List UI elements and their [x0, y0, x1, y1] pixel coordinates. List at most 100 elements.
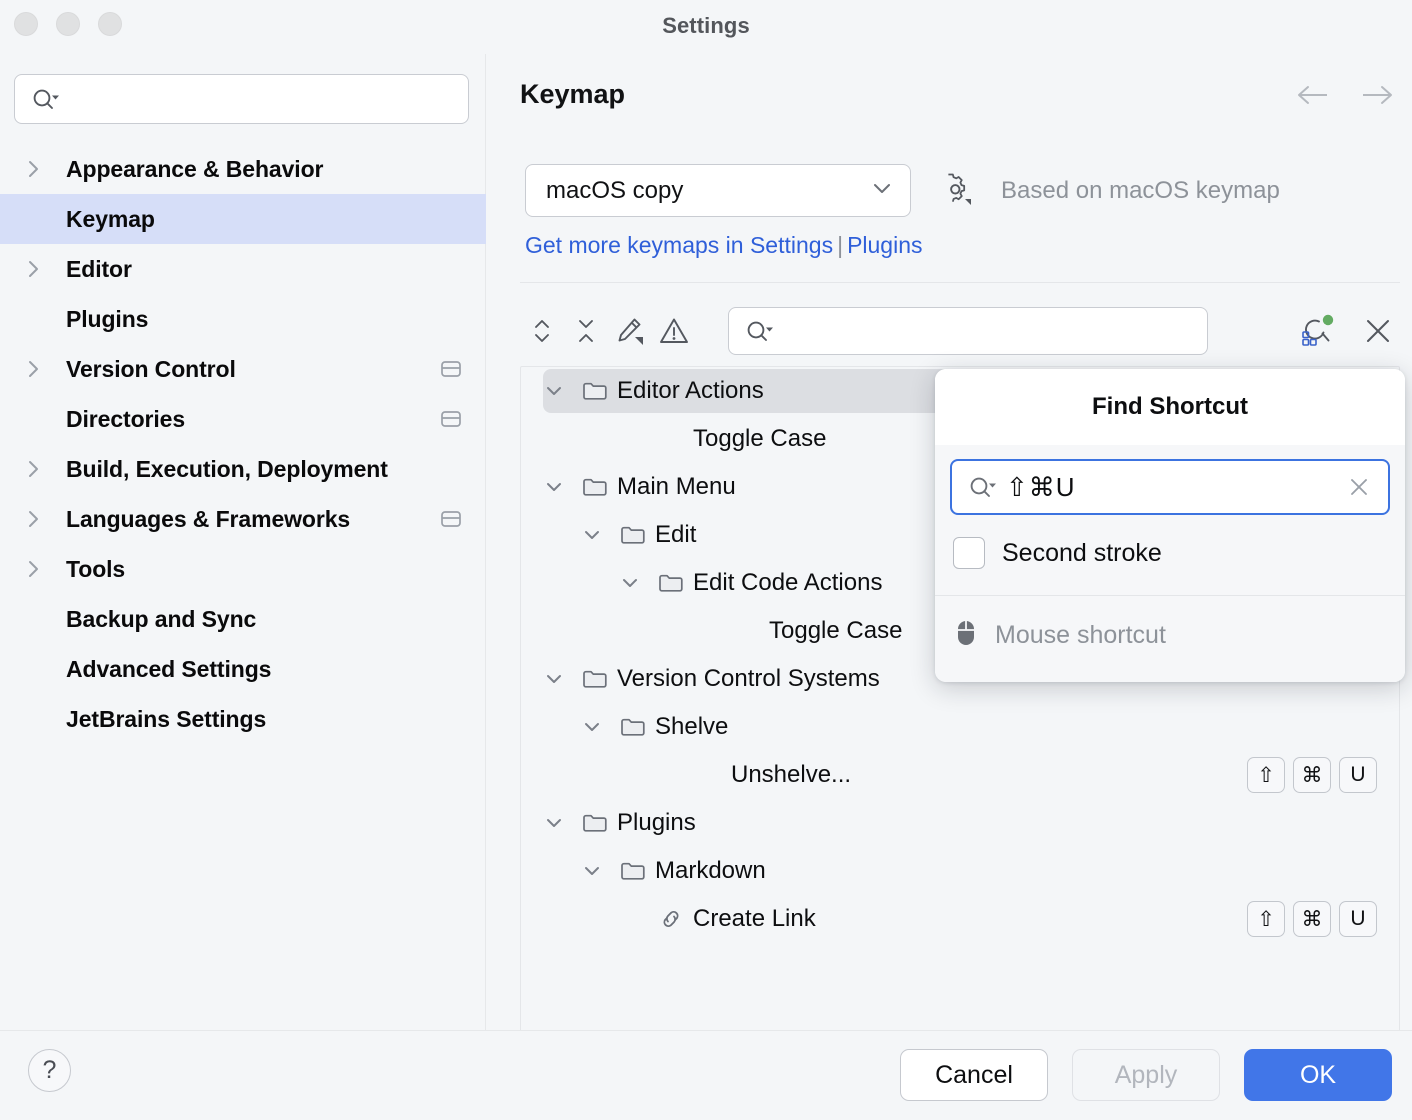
tree-row-content: Version Control Systems — [543, 665, 880, 693]
tree-row-content: Shelve — [581, 713, 728, 741]
search-dropdown-icon — [745, 319, 775, 343]
collapse-all-icon[interactable] — [564, 309, 608, 353]
tree-row-label: Edit Code Actions — [693, 569, 883, 596]
sidebar-item-advanced-settings[interactable]: Advanced Settings — [0, 644, 486, 694]
link-icon — [657, 906, 693, 932]
zoom-window-button[interactable] — [98, 12, 122, 36]
tree-row-label: Unshelve... — [731, 761, 852, 788]
tree-row-content: Edit — [581, 521, 696, 549]
find-shortcut-title: Find Shortcut — [935, 369, 1405, 445]
mouse-shortcut-option[interactable]: Mouse shortcut — [953, 617, 1166, 654]
pencil-icon[interactable] — [608, 309, 652, 353]
folder-icon — [619, 715, 655, 739]
key-cap: ⌘ — [1293, 901, 1331, 937]
chevron-down-icon[interactable] — [619, 572, 657, 594]
chevron-right-icon[interactable] — [24, 356, 66, 382]
chevron-down-icon[interactable] — [543, 380, 581, 402]
get-more-keymaps-link[interactable]: Get more keymaps in Settings|Plugins — [525, 232, 923, 259]
tree-row[interactable]: Markdown — [521, 847, 1399, 895]
sidebar-item-build-execution-deployment[interactable]: Build, Execution, Deployment — [0, 444, 486, 494]
apply-button[interactable]: Apply — [1072, 1049, 1220, 1101]
footer-divider — [0, 1030, 1412, 1031]
tree-row-content: Main Menu — [543, 473, 736, 501]
tree-row[interactable]: Shelve — [521, 703, 1399, 751]
chevron-down-icon[interactable] — [543, 668, 581, 690]
sidebar-search-input[interactable] — [14, 74, 469, 124]
toolbar-right-actions — [1296, 309, 1400, 353]
sidebar-item-version-control[interactable]: Version Control — [0, 344, 486, 394]
tree-row-content: Edit Code Actions — [619, 569, 882, 597]
help-button[interactable]: ? — [28, 1049, 71, 1092]
chevron-down-icon[interactable] — [581, 860, 619, 882]
tree-row[interactable]: Toggle Case — [521, 415, 1399, 463]
close-icon[interactable] — [1346, 474, 1372, 500]
find-shortcut-value: ⇧⌘U — [1006, 471, 1076, 502]
tree-row[interactable]: Create Link⇧⌘U — [521, 895, 1399, 943]
based-on-label: Based on macOS keymap — [1001, 176, 1280, 204]
arrow-right-icon[interactable] — [1358, 82, 1396, 113]
sidebar-item-label: Plugins — [66, 305, 149, 332]
close-window-button[interactable] — [14, 12, 38, 36]
close-icon[interactable] — [1356, 309, 1400, 353]
folder-icon — [581, 811, 617, 835]
tree-row-content: Create Link — [619, 905, 816, 933]
tree-row-content: Unshelve... — [657, 761, 851, 789]
expand-all-icon[interactable] — [520, 309, 564, 353]
chevron-right-icon[interactable] — [24, 506, 66, 532]
ok-button[interactable]: OK — [1244, 1049, 1392, 1101]
tree-row-content: Plugins — [543, 809, 696, 837]
tree-row-label: Plugins — [617, 809, 696, 836]
action-search-input[interactable] — [728, 307, 1208, 355]
chevron-right-icon[interactable] — [24, 456, 66, 482]
gear-icon[interactable] — [939, 173, 975, 209]
sidebar-item-label: Tools — [66, 555, 126, 582]
sidebar-item-appearance-behavior[interactable]: Appearance & Behavior — [0, 144, 486, 194]
tree-row-label: Main Menu — [617, 473, 736, 500]
find-by-shortcut-icon[interactable] — [1296, 309, 1340, 353]
tree-row[interactable]: Plugins — [521, 799, 1399, 847]
cancel-button[interactable]: Cancel — [900, 1049, 1048, 1101]
chevron-down-icon[interactable] — [581, 524, 619, 546]
chevron-down-icon[interactable] — [581, 716, 619, 738]
tree-row-content: Markdown — [581, 857, 766, 885]
sidebar-item-languages-frameworks[interactable]: Languages & Frameworks — [0, 494, 486, 544]
tree-row[interactable]: Main Menu — [521, 463, 1399, 511]
find-shortcut-input[interactable]: ⇧⌘U — [950, 459, 1390, 515]
link-separator: | — [837, 232, 844, 258]
tree-row-label: Toggle Case — [769, 617, 903, 644]
project-scope-icon — [438, 357, 464, 381]
sidebar-item-label: Appearance & Behavior — [66, 155, 324, 182]
tree-row[interactable]: Edit Code Actions — [521, 559, 1399, 607]
keymap-select[interactable]: macOS copy — [525, 164, 911, 217]
tree-row-label: Create Link — [693, 905, 816, 932]
chevron-down-icon[interactable] — [543, 812, 581, 834]
chevron-right-icon[interactable] — [24, 556, 66, 582]
tree-row-content: Editor Actions — [543, 377, 764, 405]
sidebar-item-directories[interactable]: Directories — [0, 394, 486, 444]
warning-triangle-icon[interactable] — [652, 309, 696, 353]
tree-row[interactable]: Unshelve...⇧⌘U — [521, 751, 1399, 799]
sidebar-item-tools[interactable]: Tools — [0, 544, 486, 594]
key-cap: U — [1339, 901, 1377, 937]
chevron-right-icon[interactable] — [24, 156, 66, 182]
keymap-toolbar — [520, 302, 1400, 360]
tree-row[interactable]: Toggle Case — [521, 607, 1399, 655]
sidebar-item-plugins[interactable]: Plugins — [0, 294, 486, 344]
sidebar-item-backup-and-sync[interactable]: Backup and Sync — [0, 594, 486, 644]
folder-icon — [619, 523, 655, 547]
sidebar-item-jetbrains-settings[interactable]: JetBrains Settings — [0, 694, 486, 744]
key-cap: ⇧ — [1247, 757, 1285, 793]
sidebar-item-editor[interactable]: Editor — [0, 244, 486, 294]
chevron-right-icon[interactable] — [24, 256, 66, 282]
chevron-down-icon[interactable] — [543, 476, 581, 498]
tree-row[interactable]: Version Control Systems — [521, 655, 1399, 703]
tree-row[interactable]: Edit — [521, 511, 1399, 559]
page-title: Keymap — [520, 79, 626, 109]
minimize-window-button[interactable] — [56, 12, 80, 36]
find-shortcut-popup: Find Shortcut ⇧⌘U Second stroke — [935, 369, 1405, 682]
arrow-left-icon[interactable] — [1294, 82, 1332, 113]
sidebar-item-keymap[interactable]: Keymap — [0, 194, 486, 244]
dialog-footer: ? Cancel Apply OK — [0, 1031, 1412, 1120]
folder-icon — [581, 667, 617, 691]
second-stroke-checkbox[interactable]: Second stroke — [953, 537, 1162, 569]
